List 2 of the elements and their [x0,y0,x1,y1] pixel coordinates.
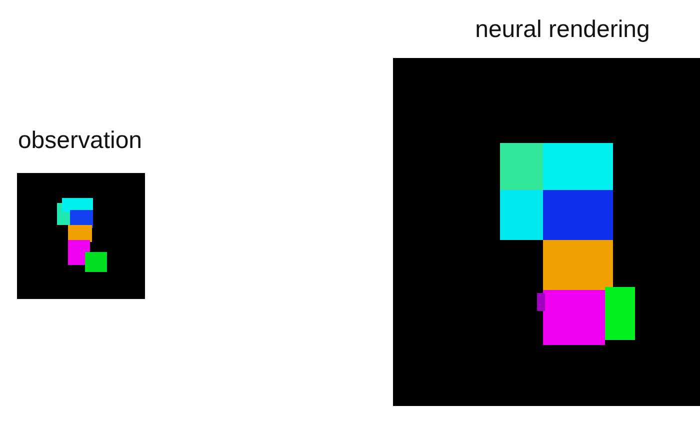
image-caption: neural rendering [474,16,651,44]
image-caption: observation [16,127,144,155]
